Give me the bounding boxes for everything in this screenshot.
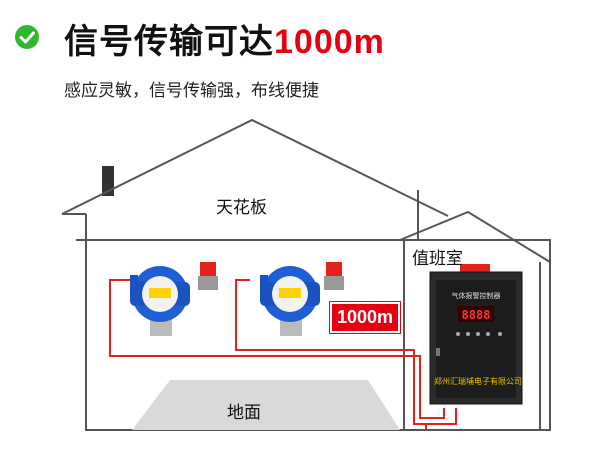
controller-company: 郑州汇瑞埔电子有限公司	[434, 376, 522, 386]
distance-badge: 1000m	[330, 302, 400, 333]
chimney	[102, 166, 114, 196]
subtitle: 感应灵敏，信号传输强，布线便捷	[64, 81, 319, 101]
roof	[61, 118, 449, 217]
title-distance: 1000m	[274, 23, 385, 61]
gas-detector-icon	[130, 266, 190, 336]
alarm-beacon-icon	[198, 262, 218, 290]
controller-display: 8888	[462, 308, 491, 322]
ceiling-label: 天花板	[216, 198, 267, 218]
signal-wires	[109, 279, 457, 430]
floor	[132, 380, 400, 430]
title-text: 信号传输可达	[64, 22, 274, 62]
gas-detector-icon	[260, 266, 320, 336]
alarm-beacon-icon	[324, 262, 344, 290]
controller-cabinet-icon	[429, 264, 523, 405]
duty-room-label: 值班室	[412, 249, 463, 269]
controller-title: 气体报警控制器	[452, 291, 501, 300]
page-title: 信号传输可达 1000m	[64, 14, 385, 62]
floor-label: 地面	[227, 403, 261, 423]
check-icon	[15, 25, 39, 49]
